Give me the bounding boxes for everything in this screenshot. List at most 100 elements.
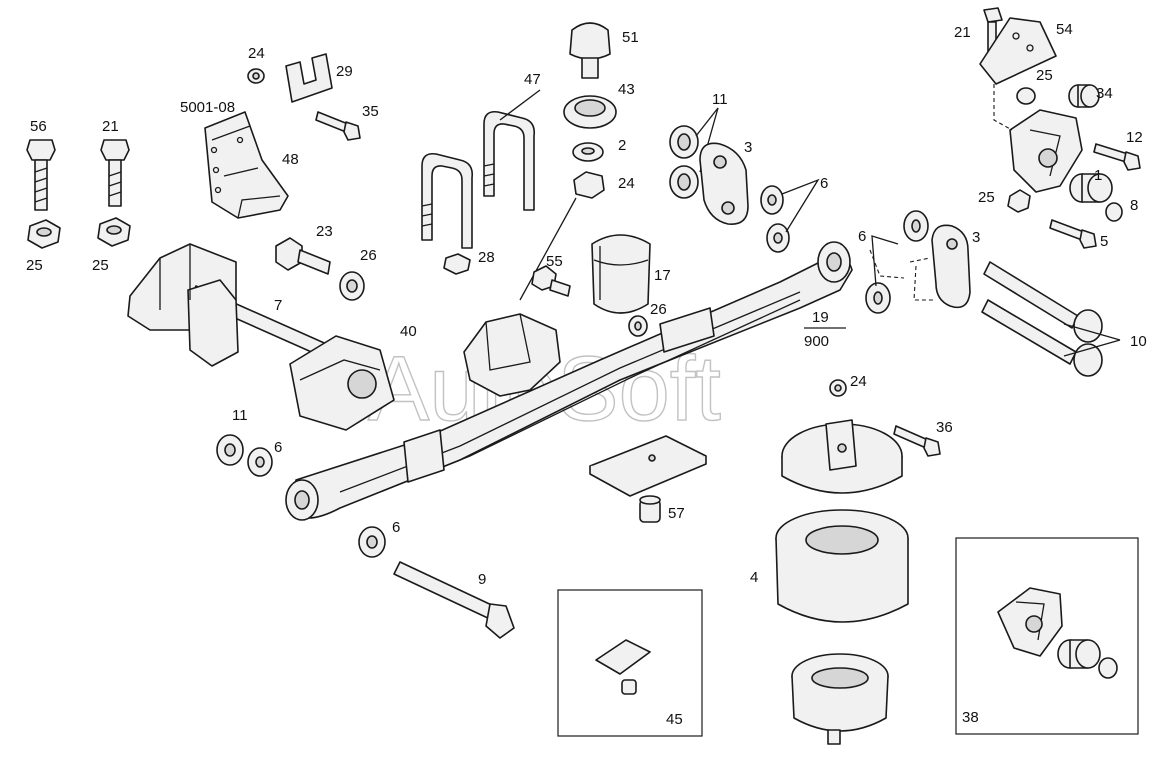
- part-bushing-11-lower: [216, 434, 244, 466]
- callout-26-a: 26: [360, 247, 377, 264]
- part-shackle-3-right: [931, 224, 971, 309]
- leader-6-right: [871, 235, 899, 287]
- callout-17: 17: [654, 267, 671, 284]
- callout-45: 45: [666, 711, 683, 728]
- fraction-bottom: 900: [804, 333, 829, 350]
- callout-57: 57: [668, 505, 685, 522]
- part-nut-25-right-top: [1016, 87, 1036, 105]
- callout-6-bottom: 6: [392, 519, 400, 536]
- callout-26-b: 26: [650, 301, 667, 318]
- callout-23: 23: [316, 223, 333, 240]
- callout-11-top: 11: [712, 91, 728, 108]
- callout-6-right: 6: [858, 228, 866, 245]
- callout-21-right: 21: [954, 24, 971, 41]
- part-bolt-55: [531, 265, 571, 297]
- callout-5: 5: [1100, 233, 1108, 250]
- callout-3-right: 3: [972, 229, 980, 246]
- callout-56: 56: [30, 118, 47, 135]
- leader-6-top: [781, 178, 820, 233]
- part-nut-24-right: [829, 379, 847, 397]
- part-nut-24-stack: [573, 171, 605, 199]
- part-nut-25-right-bottom: [1007, 189, 1031, 213]
- part-ubolt-47-b: [483, 110, 536, 211]
- part-washer-2: [572, 142, 604, 162]
- part-plate-54: [979, 17, 1057, 85]
- part-bump-stop-51: [569, 22, 611, 79]
- part-leaf-spring: [285, 241, 853, 521]
- part-bolt-56: [26, 139, 56, 211]
- part-sleeve-57: [639, 495, 661, 523]
- part-washer-6-top-b: [766, 223, 790, 253]
- callout-38: 38: [962, 709, 979, 726]
- inset-frame-45: [557, 589, 703, 737]
- callout-34: 34: [1096, 85, 1113, 102]
- callout-1: 1: [1094, 167, 1102, 184]
- dash-54: [993, 84, 1013, 131]
- callout-28: 28: [478, 249, 495, 266]
- part-hanger-bracket: [1009, 109, 1083, 193]
- part-bump-17: [591, 234, 651, 314]
- part-hanger-38: [997, 587, 1063, 657]
- part-nut-25-b: [97, 217, 131, 247]
- callout-7: 7: [274, 297, 282, 314]
- callout-25-b: 25: [92, 257, 109, 274]
- callout-21-left: 21: [102, 118, 119, 135]
- part-washer-6-right-b: [865, 282, 891, 314]
- callout-8: 8: [1130, 197, 1138, 214]
- leader-10: [1063, 323, 1121, 357]
- callout-24-a: 24: [248, 45, 265, 62]
- part-bolt-9: [393, 561, 515, 639]
- callout-9: 9: [478, 571, 486, 588]
- callout-4: 4: [750, 569, 758, 586]
- part-plate: [589, 435, 707, 497]
- part-bushing-11-top-a: [669, 125, 699, 159]
- callout-2: 2: [618, 137, 626, 154]
- part-bolt-10-a: [983, 261, 1103, 343]
- part-shackle-3-top: [699, 142, 749, 225]
- part-sleeve-8: [1105, 202, 1123, 222]
- callout-11-lower: 11: [232, 407, 248, 424]
- part-plate-45: [595, 639, 651, 695]
- part-bolt-23: [275, 237, 331, 275]
- callout-25-c: 25: [1036, 67, 1053, 84]
- part-bolt-21-left: [100, 139, 130, 207]
- part-bushing-1: [1069, 173, 1113, 203]
- leader-47: [499, 89, 541, 121]
- part-bolt-10-b: [981, 299, 1103, 377]
- leader-stack: [519, 197, 577, 301]
- callout-25-a: 25: [26, 257, 43, 274]
- part-air-spring-4: [775, 509, 909, 623]
- part-air-spring-top: [781, 419, 903, 494]
- part-bracket-48: [204, 111, 289, 219]
- callout-12: 12: [1126, 129, 1143, 146]
- part-nut-26-right: [628, 315, 648, 337]
- callout-36: 36: [936, 419, 953, 436]
- part-axle-7: [127, 243, 341, 367]
- callout-48: 48: [282, 151, 299, 168]
- part-bushing-34: [1068, 84, 1100, 108]
- part-washer-6-bottom: [358, 526, 386, 558]
- part-bolt-5: [1049, 219, 1097, 249]
- callout-29: 29: [336, 63, 353, 80]
- callout-43: 43: [618, 81, 635, 98]
- subassembly-label: 5001-08: [180, 99, 235, 116]
- part-leaf-clamp-bracket: [463, 313, 561, 397]
- part-nut-24-top-left: [247, 68, 265, 84]
- callout-6-lower: 6: [274, 439, 282, 456]
- callout-24-c: 24: [850, 373, 867, 390]
- part-bolt-35: [315, 111, 361, 141]
- inset-frame-38: [955, 537, 1139, 735]
- fraction-top: 19: [812, 309, 829, 326]
- part-bushing-11-top-b: [669, 165, 699, 199]
- callout-47: 47: [524, 71, 541, 88]
- part-nut-28: [443, 253, 471, 275]
- part-ubolt-47-a: [421, 152, 474, 249]
- callout-10: 10: [1130, 333, 1147, 350]
- callout-51: 51: [622, 29, 639, 46]
- callout-55: 55: [546, 253, 563, 270]
- callout-3-top: 3: [744, 139, 752, 156]
- callout-54: 54: [1056, 21, 1073, 38]
- part-washer-6-lower: [247, 447, 273, 477]
- part-washer-6-right-a: [903, 210, 929, 242]
